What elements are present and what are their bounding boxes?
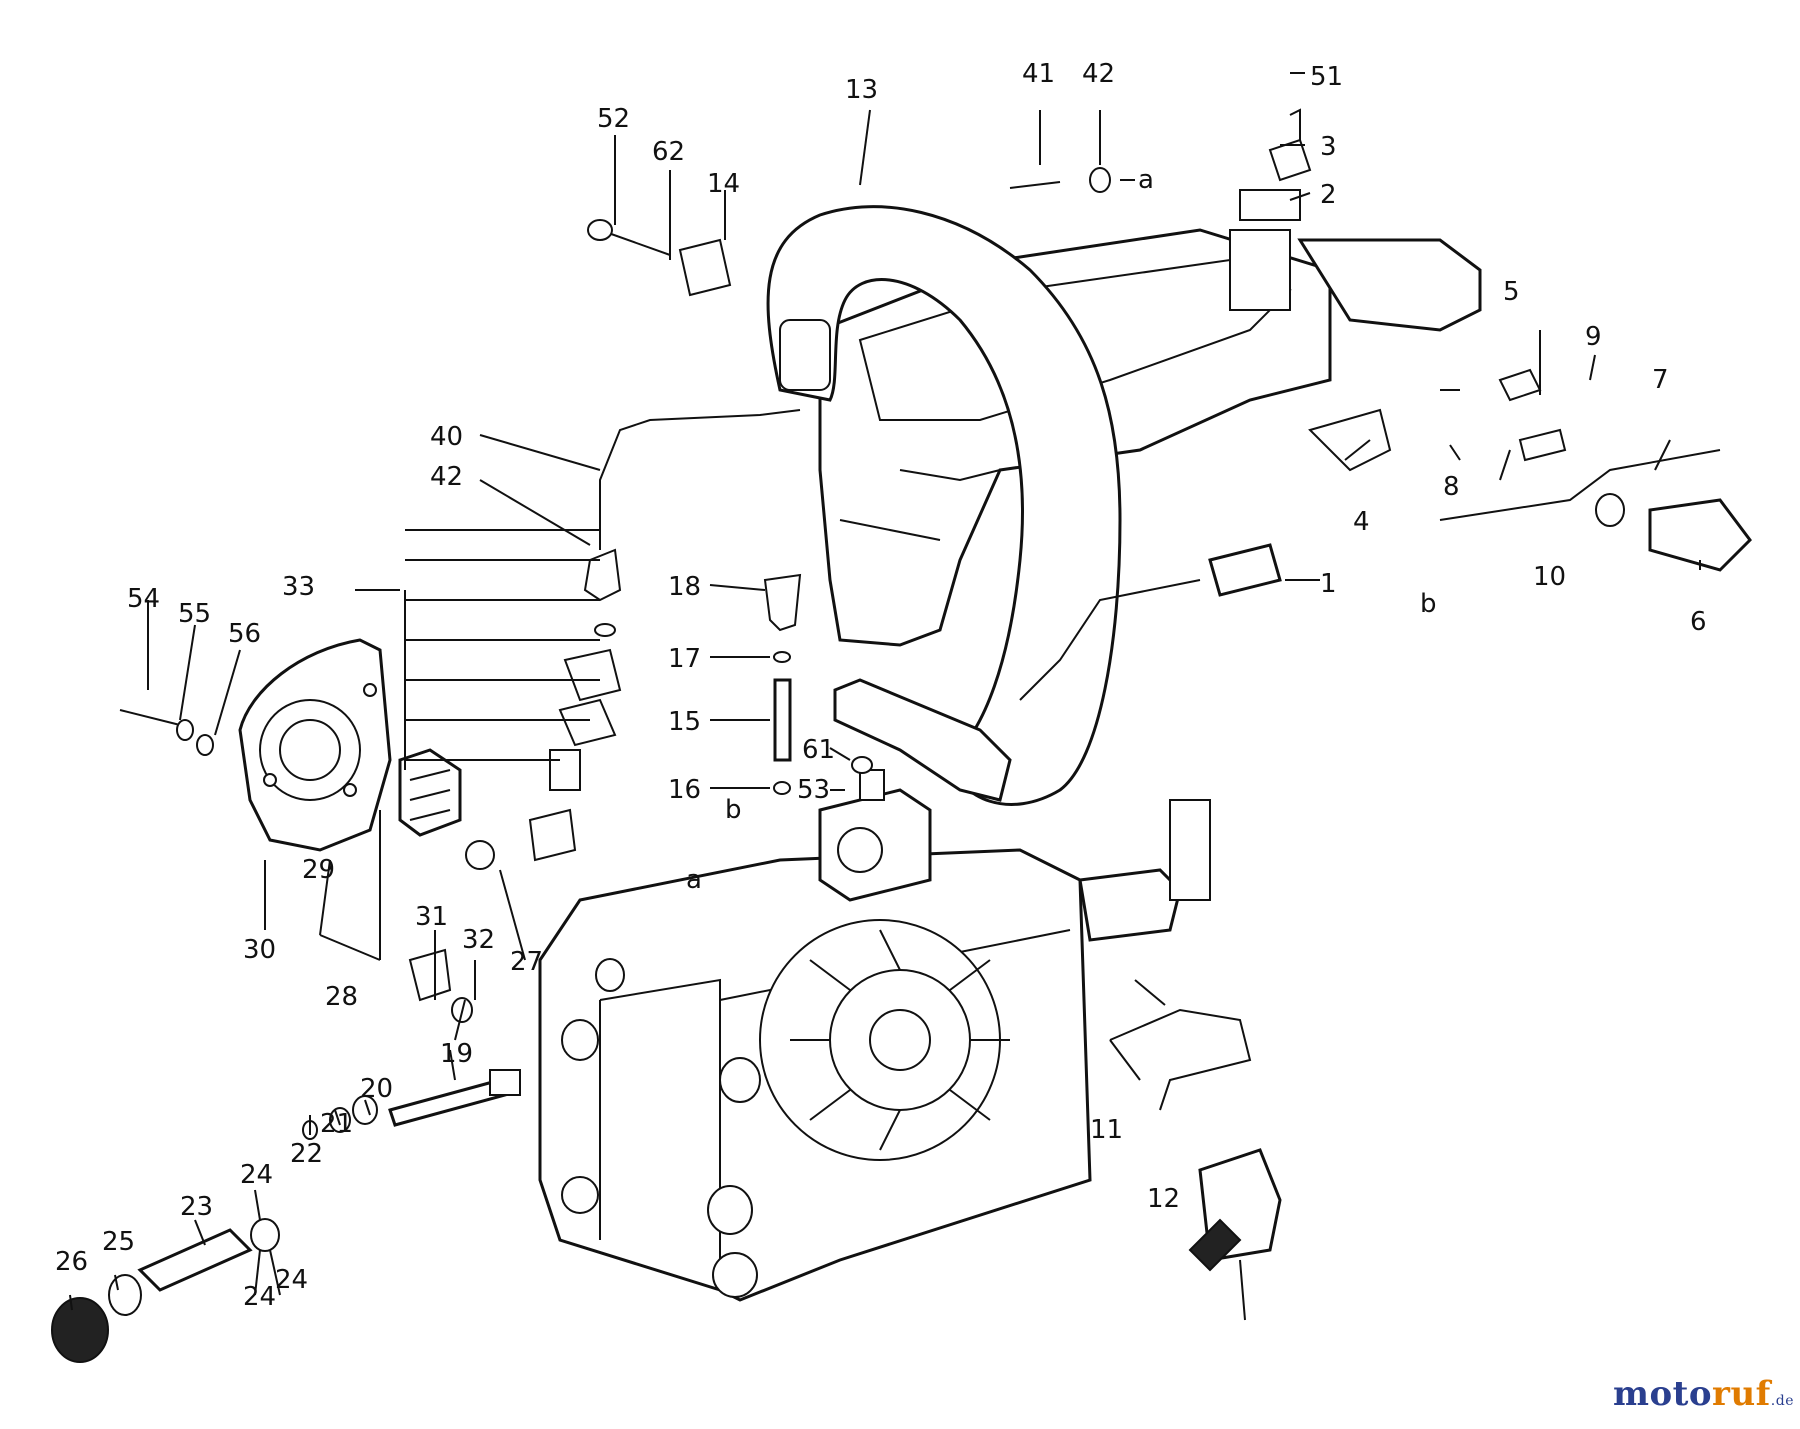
label-24c: 24 — [275, 1265, 308, 1295]
label-30: 30 — [243, 935, 276, 965]
label-18: 18 — [668, 572, 701, 602]
spring-41 — [1009, 181, 1061, 189]
label-40: 40 — [430, 422, 463, 452]
label-32: 32 — [462, 925, 495, 955]
label-54: 54 — [127, 584, 160, 614]
label-3: 3 — [1320, 132, 1337, 162]
nut-42a — [1089, 167, 1111, 193]
fitting-15 — [773, 678, 792, 762]
label-4: 4 — [1353, 507, 1370, 537]
label-21: 21 — [320, 1109, 353, 1139]
label-2: 2 — [1320, 180, 1337, 210]
bolt-54 — [119, 709, 181, 726]
label-14: 14 — [707, 169, 740, 199]
bracket-14 — [678, 238, 732, 297]
label-23: 23 — [180, 1192, 213, 1222]
label-31: 31 — [415, 902, 448, 932]
label-22: 22 — [290, 1139, 323, 1169]
front-handle — [766, 205, 1122, 806]
label-6: 6 — [1690, 607, 1707, 637]
label-12: 12 — [1147, 1184, 1180, 1214]
label-24a: 24 — [240, 1160, 273, 1190]
label-61: 61 — [802, 735, 835, 765]
label-42b: 42 — [430, 462, 463, 492]
label-8: 8 — [1443, 472, 1460, 502]
oil-pump-parts — [528, 409, 801, 862]
label-33: 33 — [282, 572, 315, 602]
part-labels: 51 3 2 5 9 7 8 4 10 6 b 1 13 41 42 a 52 … — [55, 59, 1707, 1312]
washer-61 — [851, 756, 873, 774]
label-5: 5 — [1503, 277, 1520, 307]
label-41: 41 — [1022, 59, 1055, 89]
label-7: 7 — [1652, 365, 1669, 395]
label-9: 9 — [1585, 322, 1602, 352]
label-20: 20 — [360, 1074, 393, 1104]
label-51: 51 — [1310, 62, 1343, 92]
label-24b: 24 — [243, 1282, 276, 1312]
label-11: 11 — [1090, 1115, 1123, 1145]
oil-pump-worm — [398, 748, 462, 837]
label-a1: a — [1138, 165, 1154, 195]
logo-part-3: .de — [1770, 1393, 1794, 1409]
label-1: 1 — [1320, 569, 1337, 599]
label-28: 28 — [325, 982, 358, 1012]
watermark-logo: motoruf.de — [1613, 1374, 1794, 1414]
ignition-module — [1109, 1008, 1282, 1321]
o-ring-16 — [773, 781, 791, 795]
label-19: 19 — [440, 1039, 473, 1069]
seal-27 — [465, 840, 495, 870]
carburetor — [818, 769, 932, 902]
label-56: 56 — [228, 619, 261, 649]
label-25: 25 — [102, 1227, 135, 1257]
label-10: 10 — [1533, 562, 1566, 592]
label-26: 26 — [55, 1247, 88, 1277]
side-cover — [238, 638, 392, 852]
label-42a: 42 — [1082, 59, 1115, 89]
label-15: 15 — [668, 707, 701, 737]
label-b1: b — [1420, 589, 1437, 619]
leader-lines — [69, 72, 1701, 1311]
crankcase — [538, 799, 1211, 1302]
logo-part-1: moto — [1612, 1374, 1713, 1414]
trigger-parts — [1019, 108, 1752, 701]
label-55: 55 — [178, 599, 211, 629]
label-27: 27 — [510, 947, 543, 977]
label-62: 62 — [652, 137, 685, 167]
label-a2: a — [686, 865, 702, 895]
bushing-31 — [408, 948, 452, 1002]
label-16: 16 — [668, 775, 701, 805]
label-29: 29 — [302, 855, 335, 885]
label-52: 52 — [597, 104, 630, 134]
label-b2: b — [725, 795, 742, 825]
fuel-filter-18 — [763, 573, 802, 632]
adjuster-assembly — [51, 1069, 521, 1363]
handle-bracket — [833, 678, 1012, 802]
o-ring-17 — [773, 651, 791, 663]
label-13: 13 — [845, 75, 878, 105]
label-53: 53 — [797, 775, 830, 805]
label-17: 17 — [668, 644, 701, 674]
logo-part-2: ruf — [1712, 1374, 1771, 1414]
